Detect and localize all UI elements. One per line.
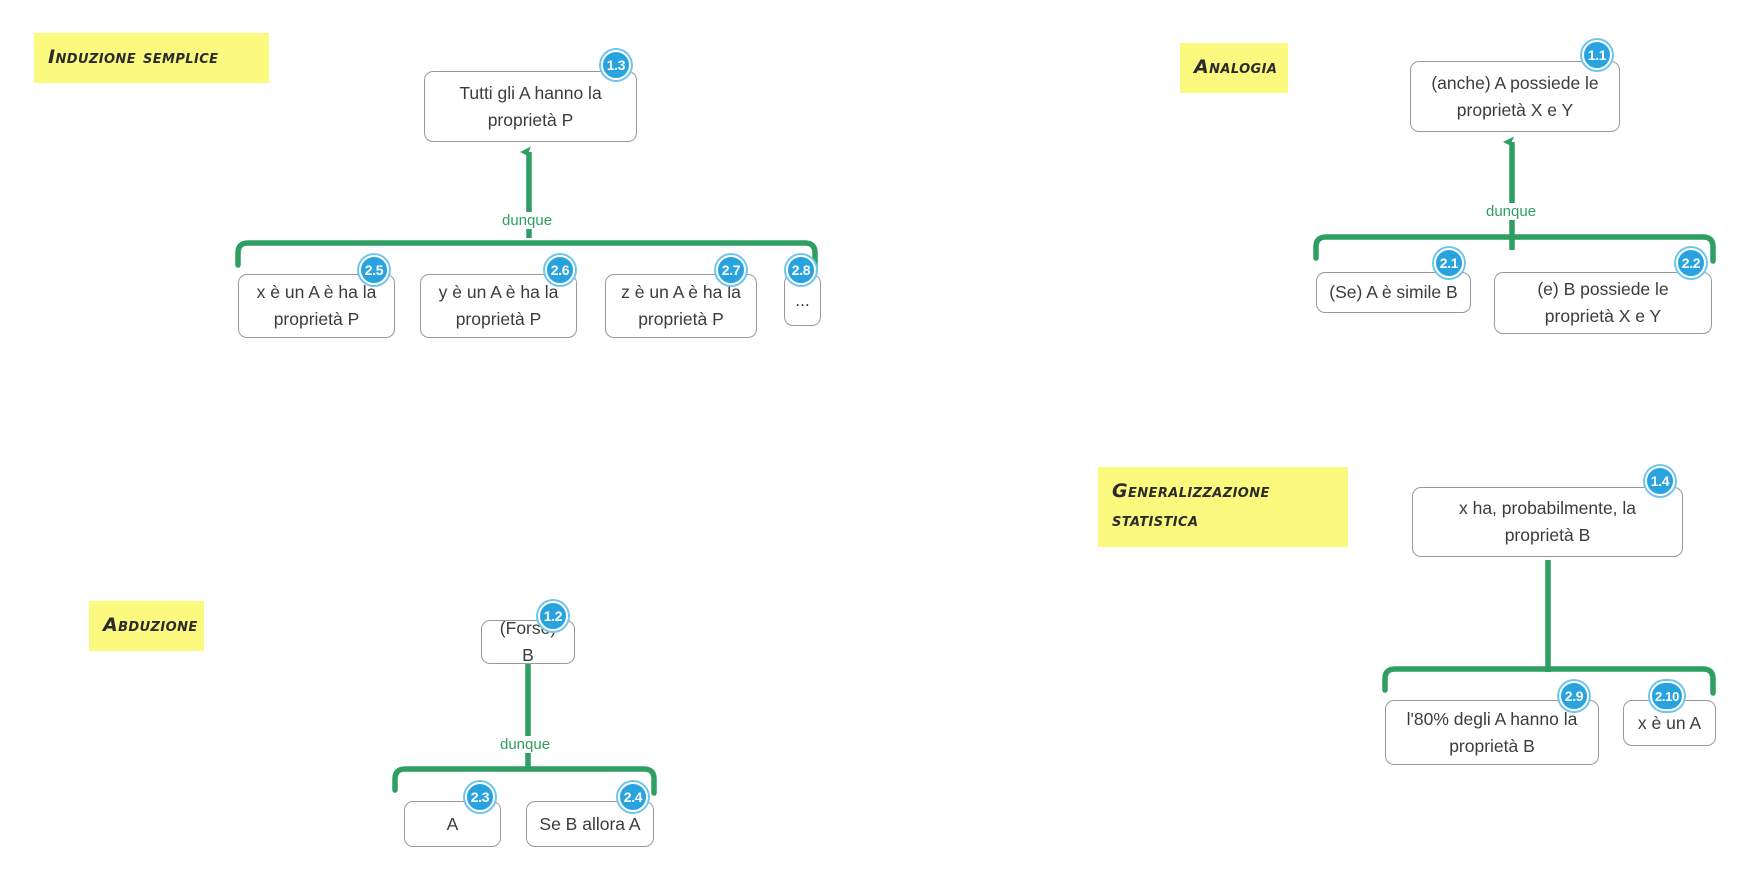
section-label-induzione-semplice: Induzione semplice xyxy=(34,33,269,84)
node-2-5-text: x è un A è ha la proprietà P xyxy=(256,282,377,329)
node-1-1-text: (anche) A possiede le proprietà X e Y xyxy=(1431,72,1599,120)
node-2-5[interactable]: x è un A è ha la proprietà P xyxy=(238,274,395,338)
node-1-4[interactable]: x ha, probabilmente, la proprietà B xyxy=(1412,487,1683,557)
badge-2-7[interactable]: 2.7 xyxy=(716,255,746,285)
badge-1-4[interactable]: 1.4 xyxy=(1645,466,1675,496)
section-label-analogia: Analogia xyxy=(1180,43,1288,94)
badge-2-8[interactable]: 2.8 xyxy=(786,255,816,285)
badge-2-1[interactable]: 2.1 xyxy=(1434,248,1464,278)
node-2-2[interactable]: (e) B possiede le proprietà X e Y xyxy=(1494,272,1712,334)
section-label-generalizzazione-statistica: Generalizzazione statistica xyxy=(1098,467,1348,547)
node-1-4-text: x ha, probabilmente, la proprietà B xyxy=(1458,498,1637,545)
node-2-8-text: ... xyxy=(795,289,810,310)
node-2-9-text: l'80% degli A hanno la proprietà B xyxy=(1406,708,1578,756)
node-2-9[interactable]: l'80% degli A hanno la proprietà B xyxy=(1385,700,1599,765)
section-label-abduzione: Abduzione xyxy=(89,601,204,652)
node-2-1[interactable]: (Se) A è simile B xyxy=(1316,272,1471,313)
badge-2-4[interactable]: 2.4 xyxy=(618,782,648,812)
node-2-1-text: (Se) A è simile B xyxy=(1329,282,1458,303)
badge-2-2[interactable]: 2.2 xyxy=(1676,248,1706,278)
node-2-4[interactable]: Se B allora A xyxy=(526,801,654,847)
node-2-6-text: y è un A è ha la proprietà P xyxy=(438,282,559,329)
badge-1-2[interactable]: 1.2 xyxy=(538,601,568,631)
node-2-6[interactable]: y è un A è ha la proprietà P xyxy=(420,274,577,338)
edge-label-abduzione: dunque xyxy=(495,736,556,753)
node-2-2-text: (e) B possiede le proprietà X e Y xyxy=(1537,279,1669,326)
edge-label-induzione-semplice: dunque xyxy=(497,212,558,229)
badge-1-3[interactable]: 1.3 xyxy=(601,50,631,80)
edge-label-analogia: dunque xyxy=(1481,203,1542,220)
connector-generalizzazione-statistica xyxy=(1382,560,1716,696)
node-2-4-text: Se B allora A xyxy=(539,813,641,834)
node-2-7[interactable]: z è un A è ha la proprietà P xyxy=(605,274,757,338)
node-2-7-text: z è un A è ha la proprietà P xyxy=(621,282,741,329)
node-2-10[interactable]: x è un A xyxy=(1623,700,1716,746)
connector-abduzione xyxy=(392,655,657,796)
badge-2-5[interactable]: 2.5 xyxy=(359,255,389,285)
badge-2-6[interactable]: 2.6 xyxy=(545,255,575,285)
connector-analogia xyxy=(1313,142,1716,264)
badge-1-1[interactable]: 1.1 xyxy=(1582,40,1612,70)
node-2-3-text: A xyxy=(446,813,459,834)
badge-2-10[interactable]: 2.10 xyxy=(1650,681,1684,711)
badge-2-3[interactable]: 2.3 xyxy=(465,782,495,812)
badge-2-9[interactable]: 2.9 xyxy=(1559,681,1589,711)
node-1-3[interactable]: Tutti gli A hanno la proprietà P xyxy=(424,71,637,142)
node-1-3-text: Tutti gli A hanno la proprietà P xyxy=(459,82,602,130)
node-1-1[interactable]: (anche) A possiede le proprietà X e Y xyxy=(1410,61,1620,132)
node-2-10-text: x è un A xyxy=(1637,712,1702,733)
connector-induzione-semplice xyxy=(235,152,818,270)
